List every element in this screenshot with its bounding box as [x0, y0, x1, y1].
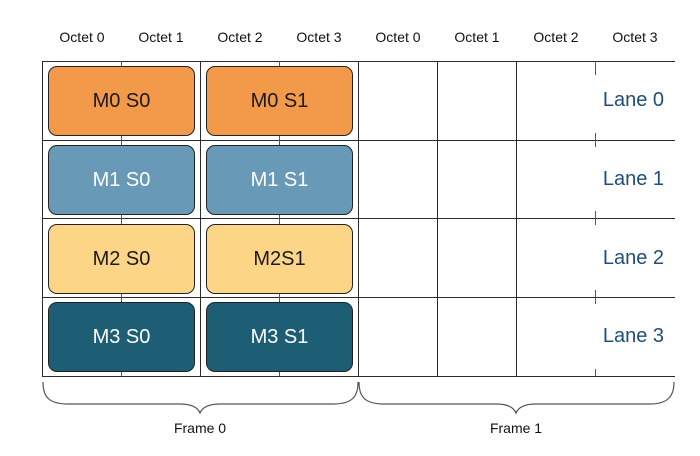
- octet-header: Octet 0: [59, 29, 105, 45]
- octet-header: Octet 0: [375, 29, 421, 45]
- octet-tick: [121, 133, 122, 147]
- octet-header: Octet 1: [138, 29, 184, 45]
- octet-header: Octet 1: [454, 29, 500, 45]
- octet-tick: [279, 61, 280, 68]
- octet-tick: [121, 290, 122, 304]
- octet-tick: [595, 290, 596, 304]
- octet-header: Octet 2: [533, 29, 579, 45]
- octet-tick: [279, 133, 280, 147]
- octet-tick: [595, 133, 596, 147]
- symbol-block-m3-s1: M3 S1: [206, 302, 353, 372]
- octet-header: Octet 2: [217, 29, 263, 45]
- symbol-block-m3-s0: M3 S0: [48, 302, 195, 372]
- grid-line-horizontal: [42, 218, 675, 219]
- octet-tick: [121, 369, 122, 376]
- octet-tick: [279, 369, 280, 376]
- lane-label: Lane 1: [602, 168, 664, 190]
- frame-0-brace: [42, 381, 359, 415]
- symbol-block-m0-s1: M0 S1: [206, 66, 353, 136]
- octet-tick: [279, 290, 280, 304]
- frame-1-brace: [358, 381, 675, 415]
- symbol-block-m1-s1: M1 S1: [206, 145, 353, 215]
- octet-tick: [121, 61, 122, 68]
- symbol-block-m1-s0: M1 S0: [48, 145, 195, 215]
- grid-line-horizontal: [42, 297, 675, 298]
- lane-label: Lane 0: [602, 89, 664, 111]
- octet-tick: [121, 211, 122, 225]
- grid-line-horizontal: [42, 61, 675, 62]
- symbol-block-m2-s0: M2 S0: [48, 224, 195, 294]
- lane-label: Lane 3: [602, 325, 664, 347]
- symbol-block-m2-s1: M2S1: [206, 224, 353, 294]
- grid-line-horizontal: [42, 140, 675, 141]
- grid-line-horizontal: [42, 376, 675, 377]
- octet-tick: [595, 211, 596, 225]
- octet-header: Octet 3: [612, 29, 658, 45]
- octet-tick: [595, 369, 596, 376]
- lane-label: Lane 2: [602, 247, 664, 269]
- octet-header: Octet 3: [296, 29, 342, 45]
- octet-tick: [279, 211, 280, 225]
- frame-label: Frame 0: [173, 420, 227, 436]
- frame-label: Frame 1: [489, 420, 543, 436]
- octet-tick: [595, 61, 596, 75]
- symbol-block-m0-s0: M0 S0: [48, 66, 195, 136]
